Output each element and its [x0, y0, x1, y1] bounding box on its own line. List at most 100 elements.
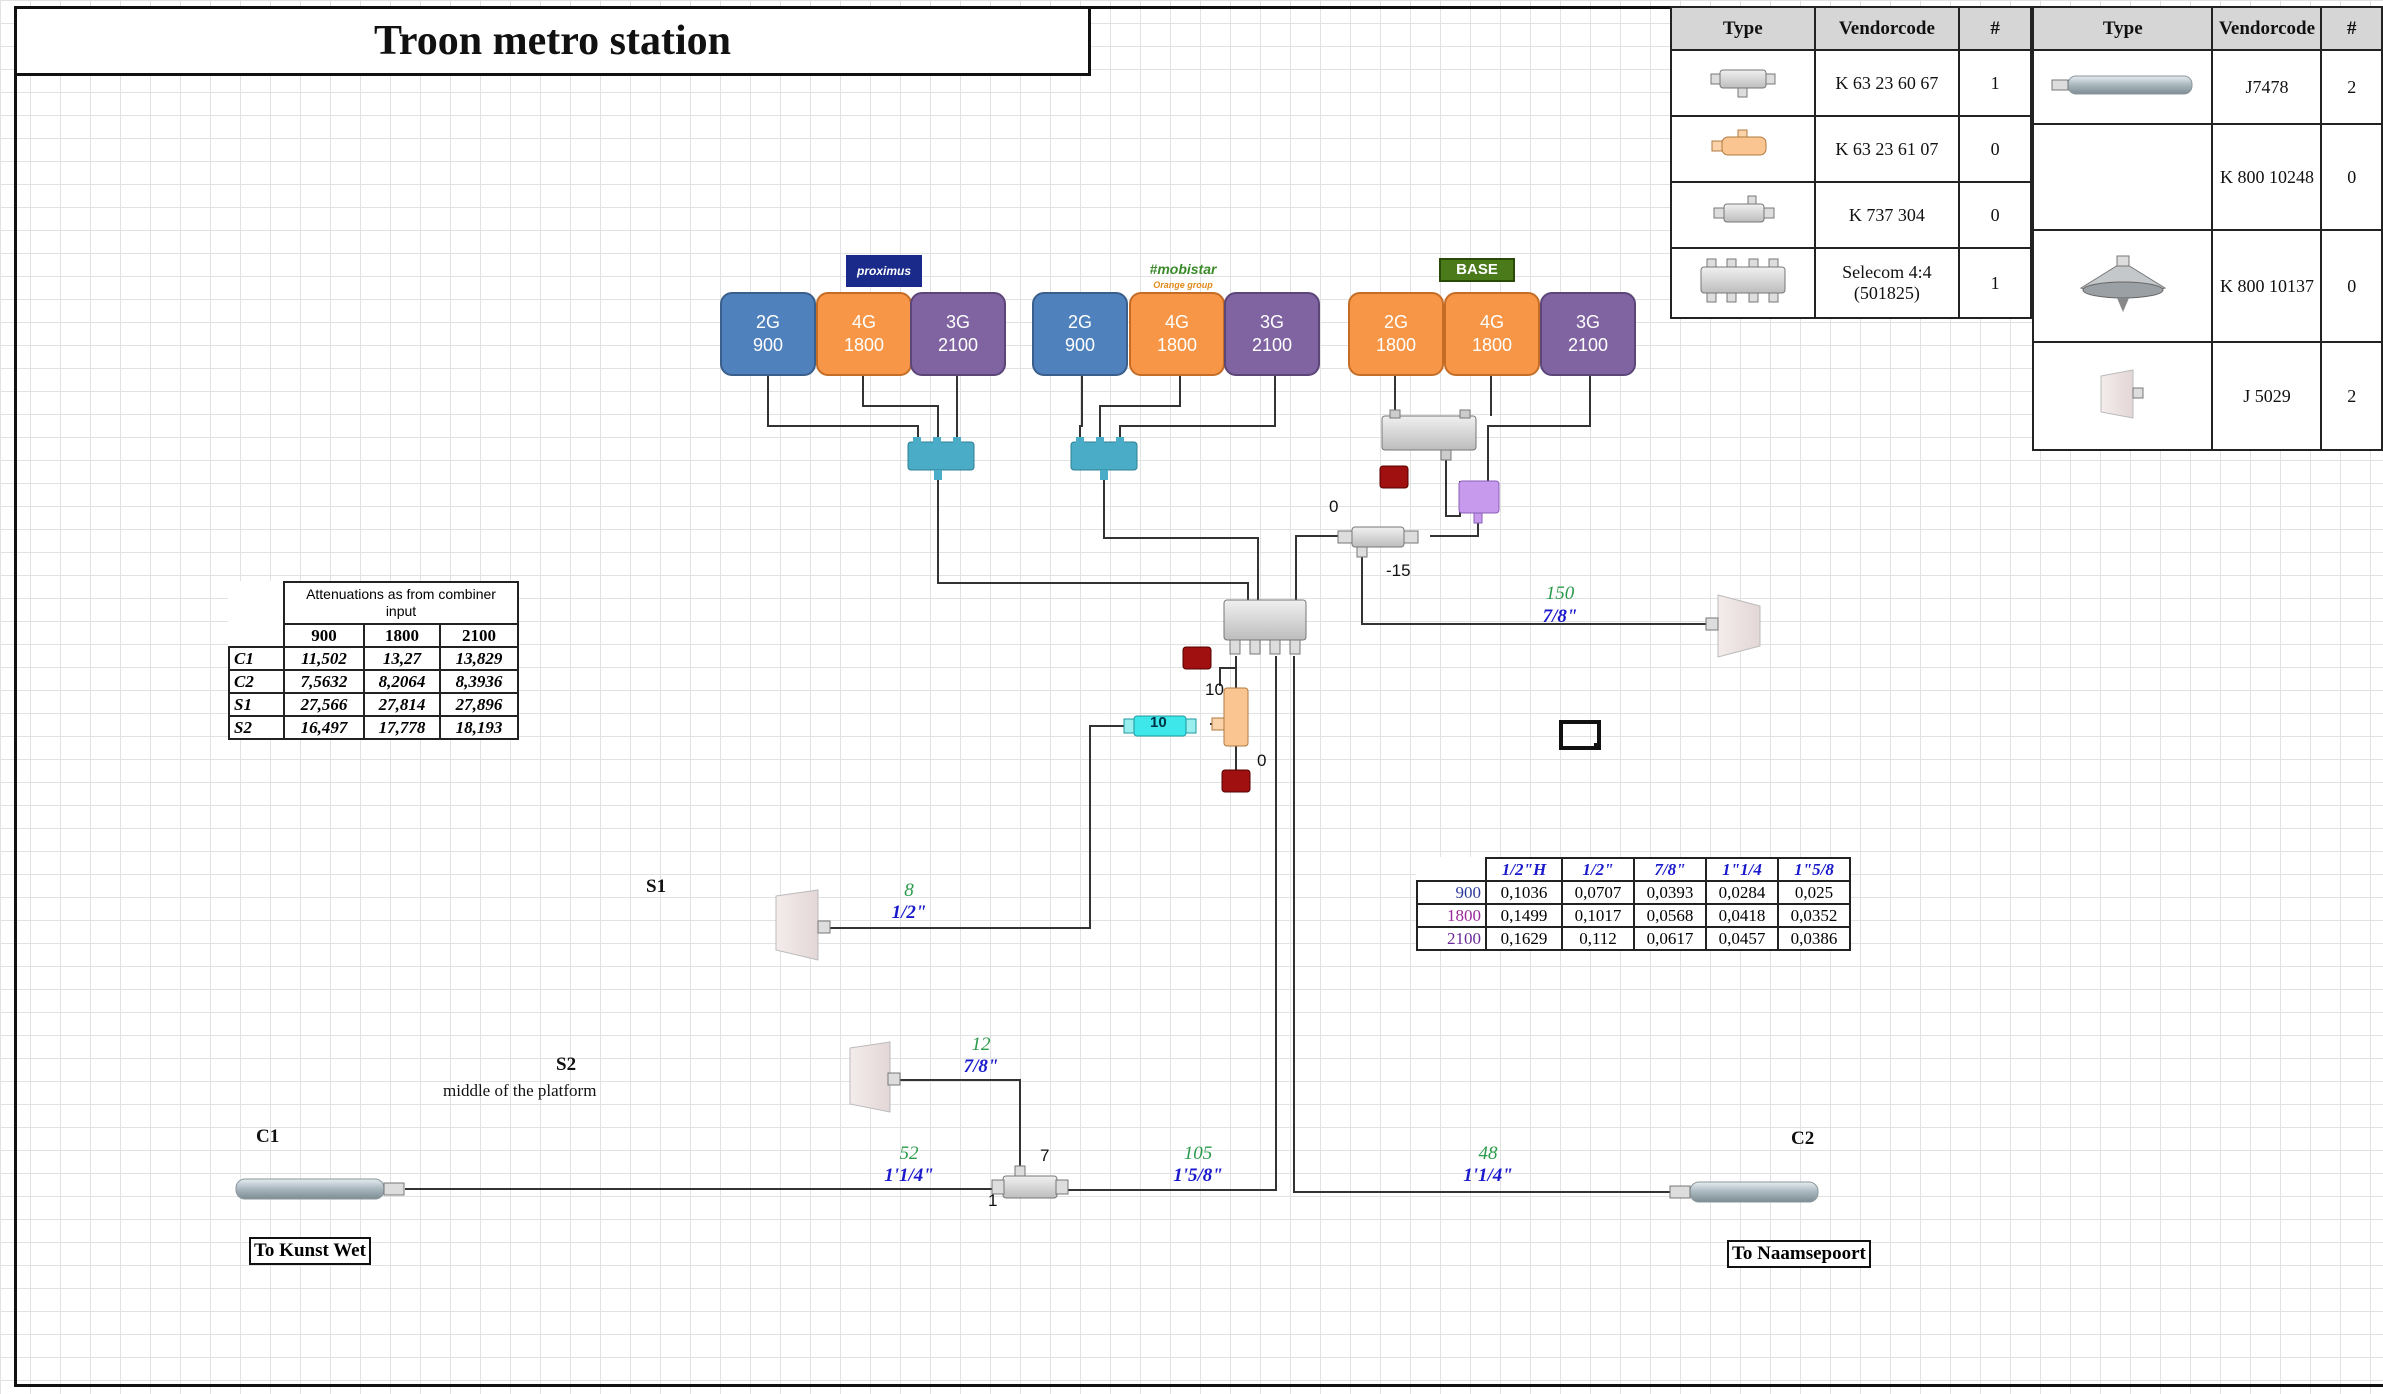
band-freq: 2100: [1567, 335, 1609, 355]
band-button-4g-1800[interactable]: 4G 1800: [816, 292, 912, 376]
vendor-code-cell: K 800 10248: [2211, 123, 2323, 231]
tapper: [1211, 687, 1249, 747]
cable-loss-value: 0,0386: [1777, 926, 1851, 951]
vendor-table-left-header-code: Vendorcode: [1813, 6, 1961, 51]
splitter-top-label: 7: [1040, 1146, 1050, 1165]
band-tech: 2G: [1383, 312, 1408, 332]
antenna-label-s1: S1: [646, 876, 667, 897]
base-combiner: [1381, 409, 1477, 461]
attenuator: [1123, 715, 1197, 737]
tube-antenna-icon: [2031, 49, 2214, 125]
antenna-label-s2: S2: [556, 1054, 577, 1075]
cable-loss-value: 0,0457: [1705, 926, 1779, 951]
vendor-table-right-header-count: #: [2320, 6, 2383, 51]
attenuation-col-header: 2100: [439, 623, 519, 648]
combiner-icon: [1670, 247, 1816, 319]
band-tech: 4G: [851, 312, 876, 332]
band-freq: 2100: [937, 335, 979, 355]
band-tech: 2G: [1067, 312, 1092, 332]
platform-splitter: [991, 1165, 1069, 1199]
vendor-code-cell: K 63 23 60 67: [1813, 49, 1961, 117]
band-button-4g-1800[interactable]: 4G 1800: [1444, 292, 1540, 376]
band-freq: 1800: [843, 335, 885, 355]
cable-diameter-label: 1'1/4": [1463, 1165, 1513, 1186]
vendor-table-right: Type Vendorcode # J7478 2 K 800 10248 0 …: [2031, 6, 2383, 451]
load-icon: [1182, 465, 1409, 793]
attenuation-value: 8,2064: [363, 669, 441, 694]
cable-loss-value: 0,1629: [1485, 926, 1563, 951]
attenuation-value: 8,3936: [439, 669, 519, 694]
vendor-table-left: Type Vendorcode # K 63 23 60 67 1 K 63 2…: [1670, 6, 2032, 319]
cable-loss-value: 0,1036: [1485, 880, 1563, 905]
vendor-count-cell: 2: [2320, 341, 2383, 451]
cable-diameter-label: 7/8": [1542, 606, 1578, 627]
cable-loss-value: 0,0568: [1633, 903, 1707, 928]
coupler-out-label: -15: [1386, 561, 1411, 580]
ceiling-antenna-icon: [2031, 229, 2214, 343]
band-freq: 1800: [1471, 335, 1513, 355]
band-freq: 900: [1064, 335, 1096, 355]
blank-icon: [2031, 123, 2214, 231]
purple-combiner: [1458, 480, 1500, 524]
vendor-count-cell: 0: [1958, 115, 2032, 183]
cable-col-header: 7/8": [1633, 857, 1707, 882]
attenuation-value: 11,502: [283, 646, 365, 671]
cable-loss-value: 0,1017: [1561, 903, 1635, 928]
cable-row-freq: 1800: [1416, 903, 1487, 928]
band-button-3g-2100[interactable]: 3G 2100: [910, 292, 1006, 376]
band-freq: 900: [752, 335, 784, 355]
vendor-count-cell: 2: [2320, 49, 2383, 125]
vendor-code-cell: K 737 304: [1813, 181, 1961, 249]
cable-loss-table: 1/2"H 1/2" 7/8" 1"1/4 1"5/8 900 0,1036 0…: [1416, 857, 1851, 951]
band-tech: 3G: [945, 312, 970, 332]
vendor-code-cell: K 63 23 61 07: [1813, 115, 1961, 183]
vendor-code-cell: K 800 10137: [2211, 229, 2323, 343]
band-tech: 2G: [755, 312, 780, 332]
attenuation-value: 13,829: [439, 646, 519, 671]
cable-col-header: 1/2": [1561, 857, 1635, 882]
band-freq: 1800: [1156, 335, 1198, 355]
cable-diameter-label: 1/2": [891, 902, 927, 923]
vendor-table-left-header-type: Type: [1670, 6, 1816, 51]
cable-loss-value: 0,0393: [1633, 880, 1707, 905]
attenuation-value: 17,778: [363, 715, 441, 740]
tube-antenna-c1: [235, 1178, 405, 1200]
cable-loss-value: 0,0284: [1705, 880, 1779, 905]
vendor-code-cell: Selecom 4:4 (501825): [1813, 247, 1961, 319]
cable-loss-value: 0,0617: [1633, 926, 1707, 951]
cable-loss-value: 0,025: [1777, 880, 1851, 905]
coupler-in-label: 0: [1329, 497, 1339, 516]
band-tech: 4G: [1479, 312, 1504, 332]
cable-loss-value: 0,0352: [1777, 903, 1851, 928]
coupler-icon: [1670, 181, 1816, 249]
destination-left: To Kunst Wet: [249, 1237, 371, 1265]
vendor-count-cell: 0: [1958, 181, 2032, 249]
attenuation-table-header: Attenuations as from combiner input: [283, 581, 519, 625]
cable-length-label: 150: [1545, 583, 1575, 604]
cable-diameter-label: 1'5/8": [1173, 1165, 1223, 1186]
tube-antenna-c2: [1669, 1181, 1819, 1203]
splitter-icon: [1670, 49, 1816, 117]
selection-cursor: [1559, 720, 1601, 750]
cable-row-freq: 2100: [1416, 926, 1487, 951]
cable-col-header: 1"5/8: [1777, 857, 1851, 882]
panel-antenna-upper-right: [1705, 594, 1761, 658]
vendor-count-cell: 1: [1958, 247, 2032, 319]
attenuation-row-label: S1: [228, 692, 285, 717]
cable-loss-value: 0,0707: [1561, 880, 1635, 905]
cable-length-label: 8: [904, 880, 914, 901]
cable-col-header: 1"1/4: [1705, 857, 1779, 882]
vendor-count-cell: 1: [1958, 49, 2032, 117]
attenuation-table: Attenuations as from combiner input 900 …: [228, 581, 519, 740]
panel-antenna-s1: [775, 889, 831, 961]
mobistar-logo-sub: Orange group: [1153, 280, 1213, 290]
mobistar-logo-text: #mobistar: [1149, 261, 1217, 277]
tapper-out-label: 0: [1257, 751, 1267, 770]
